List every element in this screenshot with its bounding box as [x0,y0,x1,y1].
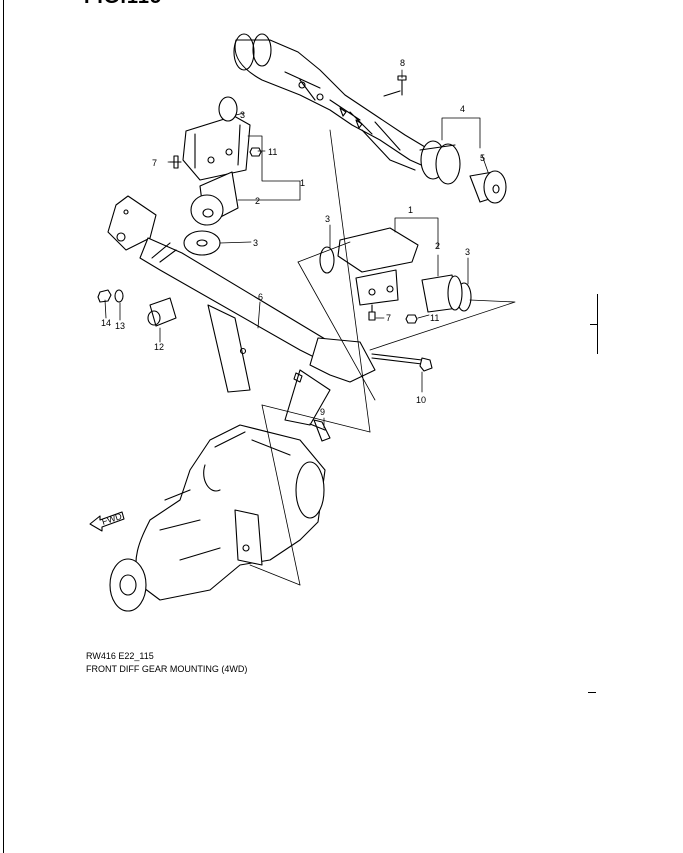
callout-12: 12 [154,342,164,352]
bushing-5 [469,170,507,204]
callout-6: 6 [258,292,263,302]
bolt-10 [371,353,433,372]
callout-14: 14 [101,318,111,328]
callout-7-right: 7 [386,313,391,323]
callout-11-right: 11 [430,313,439,323]
callout-2-left: 2 [255,196,260,206]
margin-dash [588,692,596,693]
small-parts-12-13-14 [97,289,177,327]
left-mount-assembly [169,96,262,256]
callout-9: 9 [320,407,325,417]
callout-4: 4 [460,104,465,114]
callout-8: 8 [400,58,405,68]
callout-3-top: 3 [240,110,245,120]
guide-lines [104,69,516,586]
callout-2-right: 2 [435,241,440,251]
figure-code: RW416 E22_115 [86,651,154,661]
callout-3-mid: 3 [325,214,330,224]
callout-7-left: 7 [152,158,157,168]
right-mount-assembly [319,227,472,324]
figure-title: FIG.115 [84,0,162,9]
upper-crossmember [233,33,461,185]
callout-13: 13 [115,321,125,331]
fwd-arrow-icon [89,511,125,532]
callout-5: 5 [480,153,485,163]
front-differential [109,424,326,612]
callout-3-lower: 3 [253,238,258,248]
crossmember-6 [107,195,376,426]
callout-11-left: 11 [268,147,277,157]
bolt-9 [309,419,331,442]
callout-1-left: 1 [300,178,305,188]
fwd-label: FWD [101,511,124,527]
callouts: 8 4 5 3 7 11 1 2 3 3 1 2 3 6 7 11 14 13 … [101,58,485,527]
frame-border [3,0,4,853]
bolt-8 [383,75,407,97]
margin-mark-cross [590,324,598,325]
figure-caption: FRONT DIFF GEAR MOUNTING (4WD) [86,664,248,674]
callout-3-right: 3 [465,247,470,257]
callout-10: 10 [416,395,426,405]
callout-1-right: 1 [408,205,413,215]
